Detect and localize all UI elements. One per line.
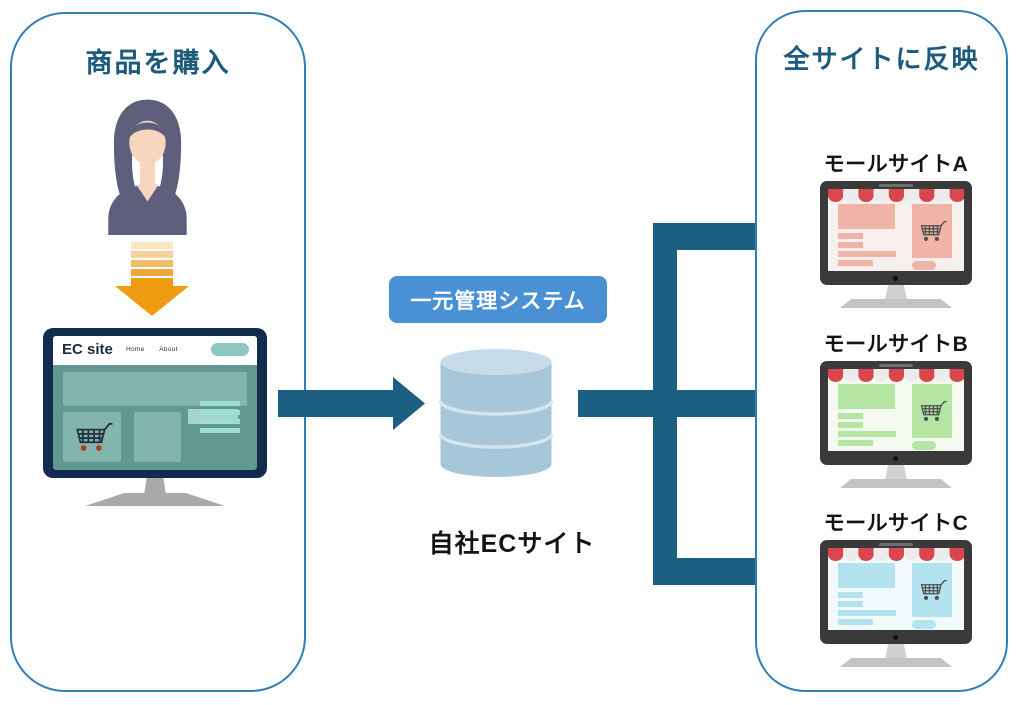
monitor-icon	[820, 540, 972, 668]
system-label-badge: 一元管理システム	[389, 276, 607, 323]
ec-sidebar-line	[200, 410, 240, 415]
content-line	[838, 260, 873, 266]
monitor-icon	[820, 361, 972, 489]
content-line	[838, 601, 863, 607]
ec-site-logo: EC site	[62, 341, 113, 358]
content-line	[838, 610, 896, 616]
mall-site-c: モールサイトC	[812, 507, 980, 668]
monitor-dot	[893, 456, 898, 461]
mall-site-a: モールサイトA	[812, 148, 980, 309]
mall-screen	[828, 189, 964, 271]
cart-panel	[912, 563, 952, 617]
ec-site-header: EC site Home About	[53, 336, 257, 365]
down-arrow-icon	[114, 242, 190, 322]
ec-header-button	[211, 343, 249, 356]
cart-icon	[920, 579, 947, 600]
ec-sidebar-line	[200, 419, 240, 424]
content-line	[838, 619, 873, 625]
monitor-notch	[879, 184, 913, 187]
content-pill	[912, 261, 936, 270]
content-line	[838, 413, 863, 419]
storefront-awning-icon	[828, 369, 964, 382]
monitor-dot	[893, 276, 898, 281]
person-icon	[108, 99, 187, 235]
content-line	[838, 431, 896, 437]
cart-panel	[912, 204, 952, 258]
storefront-awning-icon	[828, 189, 964, 202]
monitor-stand-base	[85, 493, 225, 506]
ec-site-nav: Home About	[126, 346, 191, 353]
monitor-stand-neck	[144, 478, 166, 495]
cart-icon	[76, 422, 113, 451]
monitor-notch	[879, 543, 913, 546]
content-line	[838, 233, 863, 239]
cart-icon	[920, 220, 947, 241]
ec-product-card	[63, 412, 121, 462]
ec-sidebar-line	[200, 428, 240, 433]
monitor-stand-base	[840, 479, 952, 488]
content-line	[838, 422, 863, 428]
ec-hero-banner	[63, 372, 247, 406]
mall-site-a-label: モールサイトA	[823, 153, 969, 176]
content-pill	[912, 441, 936, 450]
content-block	[838, 204, 895, 229]
database-icon	[438, 349, 554, 477]
monitor-stand-base	[840, 658, 952, 667]
monitor-dot	[893, 635, 898, 640]
monitor-notch	[879, 364, 913, 367]
content-line	[838, 251, 896, 257]
mall-screen	[828, 369, 964, 451]
monitor-stand-neck	[885, 285, 907, 300]
content-block	[838, 563, 895, 588]
mall-site-c-label: モールサイトC	[823, 512, 969, 535]
mall-screen	[828, 548, 964, 630]
storefront-awning-icon	[828, 548, 964, 561]
monitor-stand-neck	[885, 465, 907, 480]
monitor-icon: EC site Home About	[43, 328, 267, 517]
mall-site-b-label: モールサイトB	[823, 333, 969, 356]
ec-nav-about: About	[159, 346, 178, 353]
monitor-stand-base	[840, 299, 952, 308]
ec-site-screen: EC site Home About	[53, 336, 257, 470]
ec-nav-home: Home	[126, 346, 145, 353]
ec-product-card	[134, 412, 181, 462]
ec-sidebar-line	[200, 401, 240, 406]
sync-panel-title: 全サイトに反映	[783, 44, 980, 74]
mall-site-b: モールサイトB	[812, 328, 980, 489]
sync-panel: 全サイトに反映 モールサイトA	[755, 10, 1008, 692]
content-pill	[912, 620, 936, 629]
content-line	[838, 440, 873, 446]
cart-icon	[920, 400, 947, 421]
content-block	[838, 384, 895, 409]
monitor-icon	[820, 181, 972, 309]
monitor-stand-neck	[885, 644, 907, 659]
content-line	[838, 242, 863, 248]
cart-panel	[912, 384, 952, 438]
content-line	[838, 592, 863, 598]
purchase-panel-title: 商品を購入	[85, 48, 231, 78]
